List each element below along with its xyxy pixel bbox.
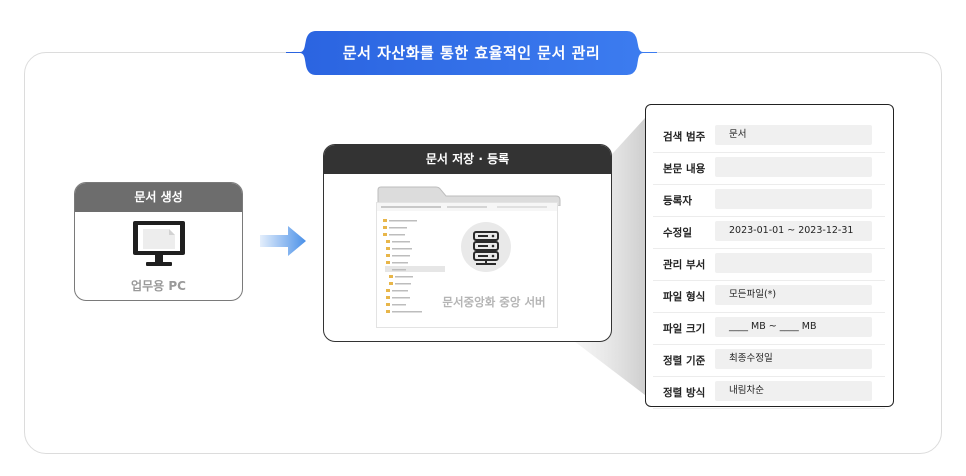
row-sort-order: 정렬 방식 내림차순 xyxy=(653,376,885,409)
row-field[interactable]: 문서 xyxy=(715,125,872,145)
folder-tab-icon xyxy=(377,186,561,206)
server-card: 문서 저장 · 등록 xyxy=(323,144,612,342)
row-field[interactable] xyxy=(715,157,872,177)
row-field[interactable] xyxy=(715,253,872,273)
row-label: 등록자 xyxy=(663,195,692,207)
row-label: 파일 크기 xyxy=(663,323,706,335)
row-file-size: 파일 크기 ____ MB ~ ____ MB xyxy=(653,312,885,345)
file-tree-icon xyxy=(377,203,557,313)
arrow-right-icon xyxy=(260,226,306,256)
pc-card: 문서 생성 업무용 PC xyxy=(74,182,243,301)
row-field[interactable]: ____ MB ~ ____ MB xyxy=(715,317,872,337)
row-field[interactable]: 내림차순 xyxy=(715,381,872,401)
row-search-category: 검색 범주 문서 xyxy=(653,120,885,153)
row-label: 관리 부서 xyxy=(663,259,706,271)
monitor-document-icon xyxy=(133,221,185,266)
file-explorer-window xyxy=(376,202,558,328)
row-field[interactable]: 2023-01-01 ~ 2023-12-31 xyxy=(715,221,872,241)
row-body-content: 본문 내용 xyxy=(653,152,885,185)
row-label: 본문 내용 xyxy=(663,163,706,175)
row-department: 관리 부서 xyxy=(653,248,885,281)
pc-label: 업무용 PC xyxy=(131,279,186,293)
search-condition-panel: 검색 범주 문서 본문 내용 등록자 수정일 2023-01-01 ~ 2023… xyxy=(645,104,894,409)
row-label: 검색 범주 xyxy=(663,131,706,143)
title-tab: 문서 자산화를 통한 효율적인 문서 관리 xyxy=(286,31,657,75)
pc-card-header: 문서 생성 xyxy=(75,183,242,212)
row-sort-key: 정렬 기준 최종수정일 xyxy=(653,344,885,377)
row-label: 수정일 xyxy=(663,227,692,239)
row-registrant: 등록자 xyxy=(653,184,885,217)
row-label: 정렬 기준 xyxy=(663,355,706,367)
server-label: 문서중앙화 중앙 서버 xyxy=(442,295,546,309)
row-label: 정렬 방식 xyxy=(663,387,706,399)
server-icon xyxy=(461,222,511,272)
server-card-header: 문서 저장 · 등록 xyxy=(324,145,611,174)
row-field[interactable]: 모든파일(*) xyxy=(715,285,872,305)
title-tab-shape xyxy=(286,31,657,75)
row-field[interactable] xyxy=(715,189,872,209)
row-file-type: 파일 형식 모든파일(*) xyxy=(653,280,885,313)
row-label: 파일 형식 xyxy=(663,291,706,303)
row-modified-date: 수정일 2023-01-01 ~ 2023-12-31 xyxy=(653,216,885,249)
row-field[interactable]: 최종수정일 xyxy=(715,349,872,369)
page-title: 문서 자산화를 통한 효율적인 문서 관리 xyxy=(342,44,601,62)
